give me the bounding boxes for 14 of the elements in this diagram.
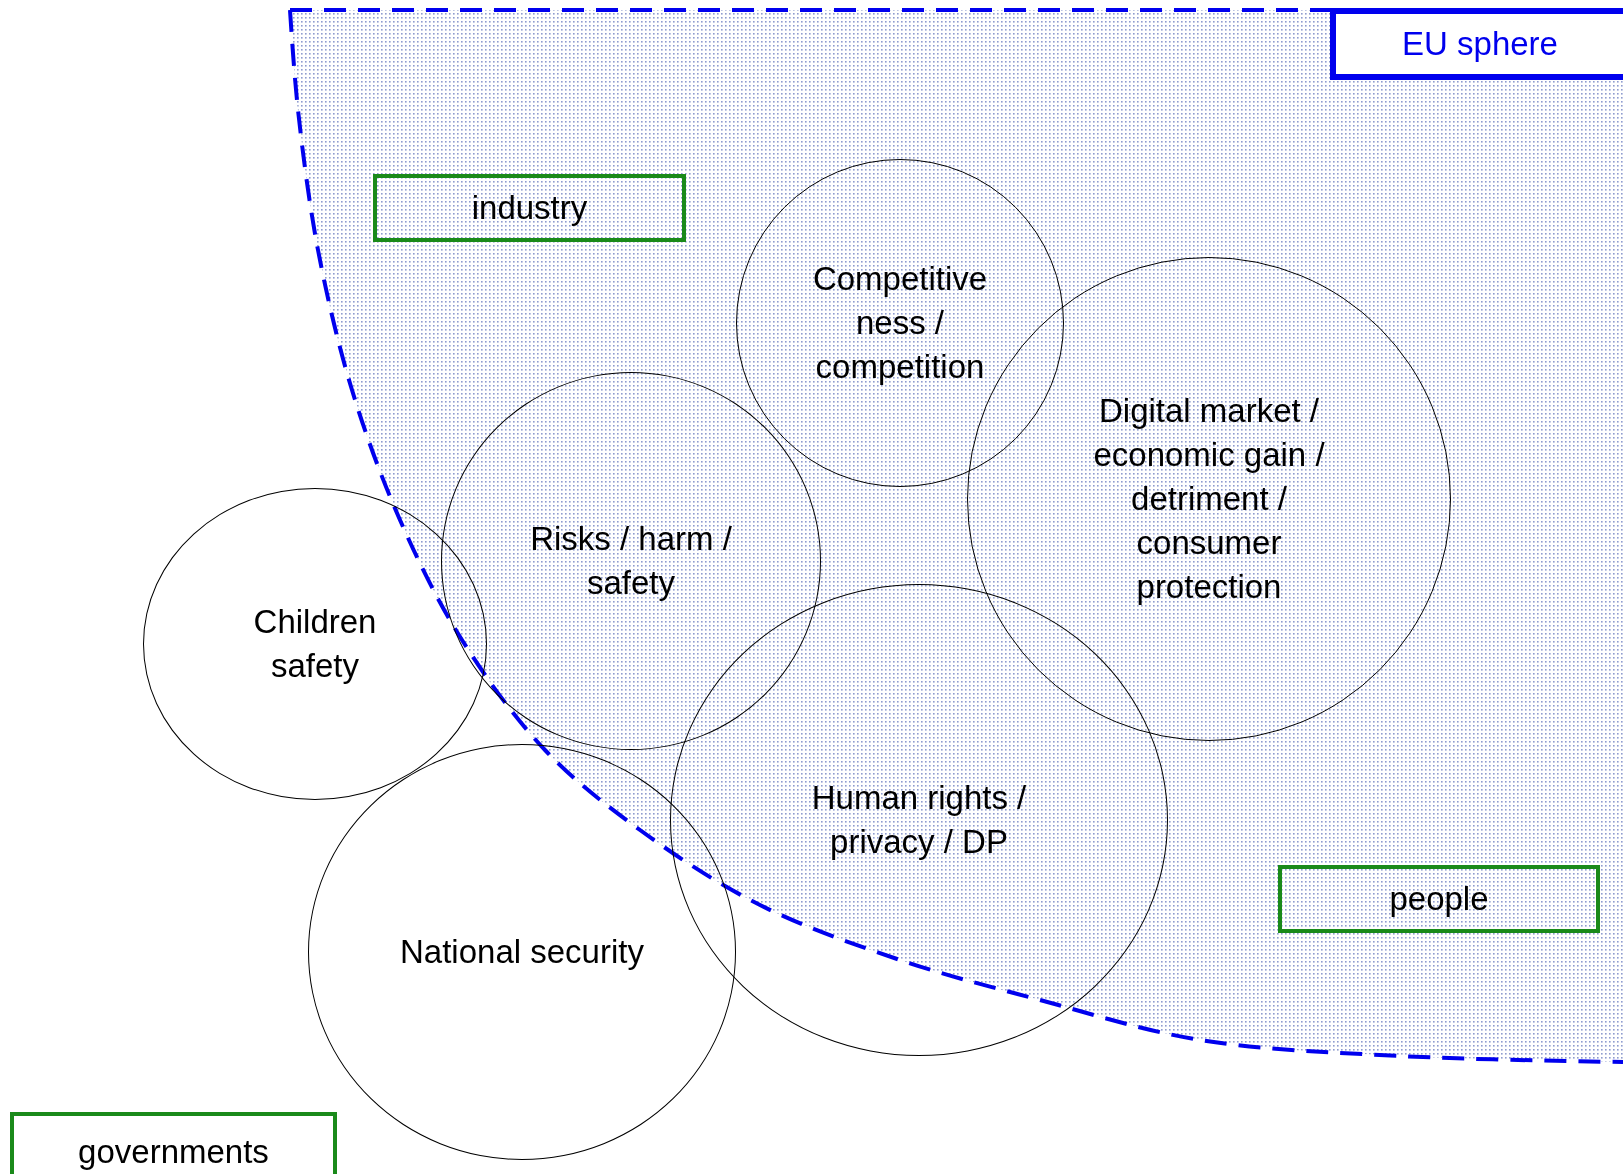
topic-label: Risks / harm / safety <box>529 519 733 603</box>
topic-label: Digital market / economic gain / detriment / consumer protection <box>1092 391 1326 607</box>
label-box <box>373 174 686 242</box>
topic-label: Human rights / privacy / DP <box>810 778 1028 862</box>
topic-label: Children safety <box>252 602 378 686</box>
group-label: people <box>1389 879 1489 920</box>
label-box <box>1330 8 1623 80</box>
label-box <box>1278 865 1600 933</box>
label-box <box>10 1112 337 1174</box>
topic-label: Competitive ness / competition <box>811 259 989 387</box>
group-label: EU sphere <box>1402 24 1558 65</box>
group-label: governments <box>78 1132 269 1173</box>
group-label: industry <box>471 188 588 229</box>
topic-label: National security <box>400 932 644 973</box>
